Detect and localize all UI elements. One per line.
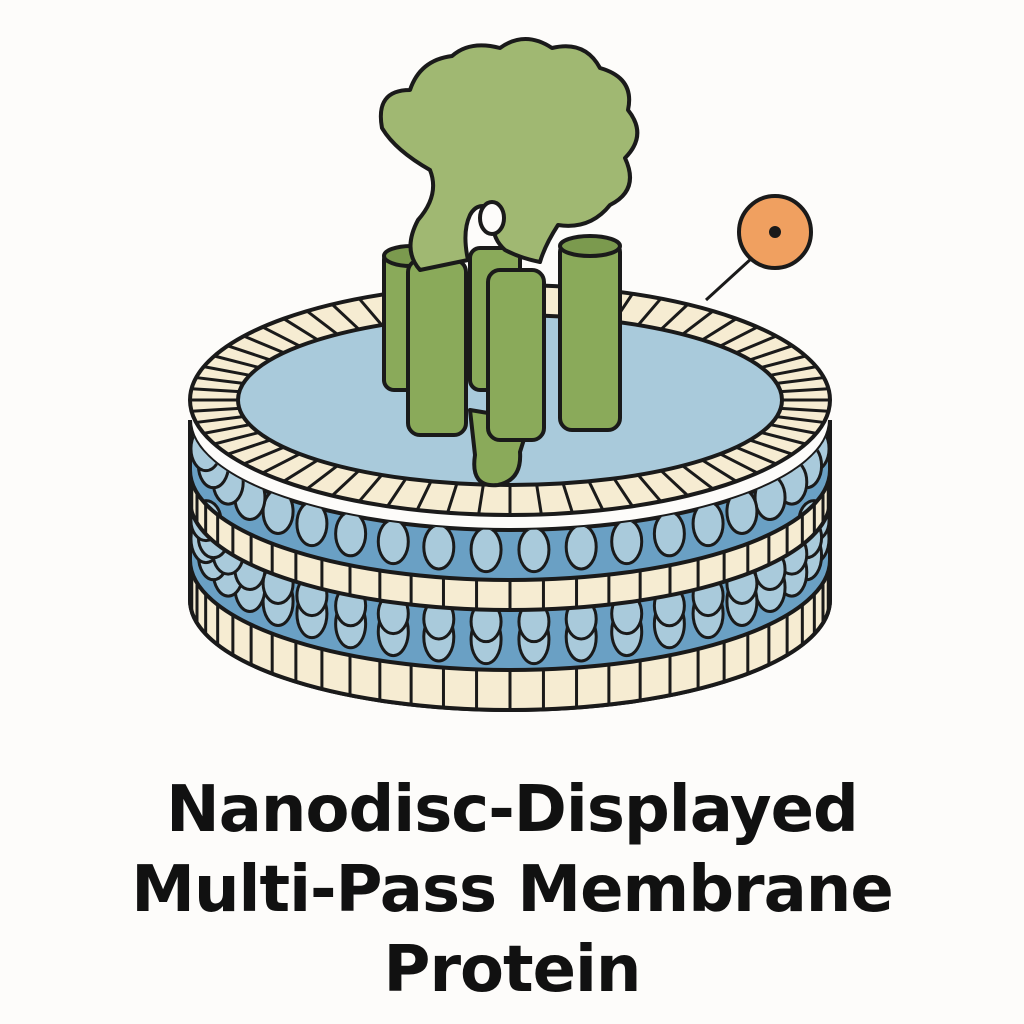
lipid-bilayer-side bbox=[188, 419, 832, 712]
title-line-1: Nanodisc-Displayed bbox=[166, 773, 859, 847]
diagram-title: Nanodisc-Displayed Multi-Pass Membrane P… bbox=[0, 770, 1024, 1010]
nanodisc-illustration bbox=[188, 37, 832, 712]
title-line-3: Protein bbox=[383, 933, 642, 1007]
label-marker-icon bbox=[704, 194, 813, 302]
membrane-protein-illustration bbox=[378, 37, 640, 488]
title-line-2: Multi-Pass Membrane bbox=[131, 853, 893, 927]
